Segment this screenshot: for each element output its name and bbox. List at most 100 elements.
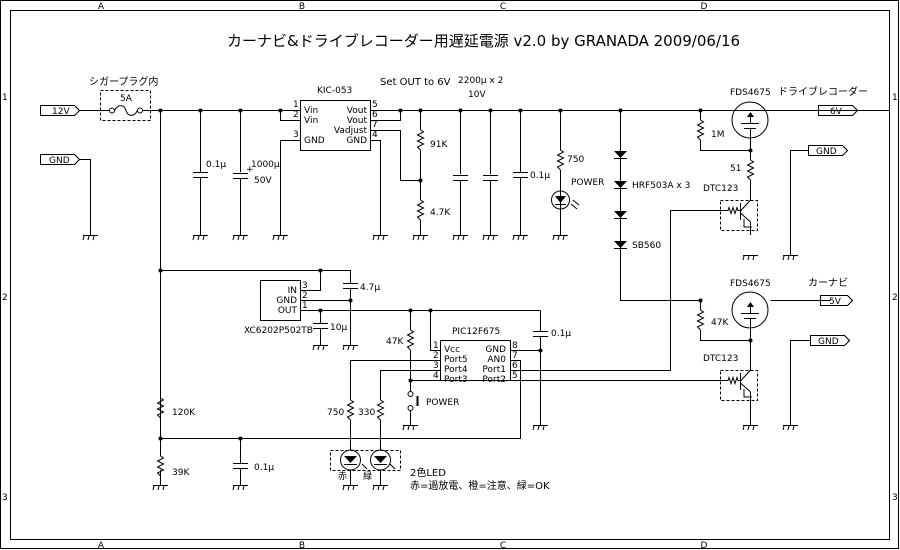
port-12v: 12V (40, 105, 81, 117)
svg-text:IN: IN (288, 286, 297, 296)
svg-text:Vout: Vout (347, 116, 368, 126)
resistor-4.7k (416, 199, 425, 221)
svg-text:1: 1 (293, 100, 299, 110)
transistor-bottom-label: DTC123 (703, 354, 738, 364)
ground-icon (82, 235, 98, 241)
ground-icon (512, 235, 528, 241)
grid-row-2-right: 2 (892, 293, 898, 303)
svg-text:39K: 39K (172, 468, 190, 478)
svg-text:GND: GND (304, 136, 325, 146)
grid-col-b-top: B (299, 2, 305, 12)
svg-text:GND: GND (816, 147, 837, 157)
diode-hrf503a (614, 151, 627, 159)
grid-col-d-top: D (701, 2, 708, 12)
svg-text:4.7μ: 4.7μ (360, 283, 380, 293)
ground-icon (482, 235, 498, 241)
svg-text:Vin: Vin (304, 106, 318, 116)
svg-text:1: 1 (302, 301, 308, 311)
bulk-caps-label: 2200μ x 2 (458, 76, 503, 86)
capacitor-10u (313, 323, 328, 329)
svg-text:GND: GND (49, 156, 70, 166)
svg-text:Vcc: Vcc (444, 345, 460, 355)
svg-text:Port1: Port1 (482, 365, 506, 375)
svg-text:1M: 1M (711, 130, 725, 140)
capacitor-0.1u-out (513, 172, 528, 178)
grid-col-c-top: C (500, 2, 506, 12)
svg-text:47K: 47K (711, 318, 729, 328)
resistor-750-red (346, 399, 355, 421)
svg-text:GND: GND (276, 296, 297, 306)
capacitor-0.1u-pic (533, 331, 548, 337)
svg-text:3: 3 (433, 361, 439, 371)
svg-text:3: 3 (293, 130, 299, 140)
ground-icon (402, 425, 418, 431)
fet-top-part: FDS4675 (730, 88, 771, 98)
ground-icon (152, 485, 168, 491)
svg-text:4: 4 (433, 371, 439, 381)
resistor-120k (156, 397, 165, 419)
svg-text:Vout: Vout (347, 106, 368, 116)
fuse-location-label: シガープラグ内 (89, 75, 158, 88)
grid-row-2-left: 2 (2, 293, 8, 303)
resistor-1m (696, 119, 705, 141)
diode-hrf503a (614, 181, 627, 189)
svg-text:120K: 120K (172, 408, 196, 418)
fuse-terminal (137, 107, 143, 114)
svg-text:Vadjust: Vadjust (334, 126, 368, 136)
grid-col-a-bottom: A (98, 541, 105, 550)
svg-text:+: + (246, 165, 254, 175)
ground-icon (372, 485, 388, 491)
ground-icon (272, 235, 288, 241)
inner-frame (10, 10, 890, 540)
resistor-39k (156, 455, 165, 477)
svg-text:47K: 47K (386, 337, 404, 347)
fet-bottom-load-label: カーナビ (808, 277, 848, 289)
svg-text:2: 2 (293, 110, 299, 120)
bicolor-led-legend: 赤=過放電、橙=注意、緑=OK (410, 479, 550, 492)
electrolytic-capacitor-2200u (453, 175, 468, 181)
svg-text:2: 2 (302, 291, 308, 301)
svg-text:1: 1 (433, 341, 439, 351)
ground-icon (742, 425, 758, 431)
capacitor-0.1u-in (193, 172, 208, 178)
grid-col-b-bottom: B (299, 541, 305, 550)
grid-row-1-left: 1 (2, 93, 8, 103)
svg-text:7: 7 (512, 351, 518, 361)
bulk-caps-voltage: 10V (468, 90, 486, 100)
switch-label: POWER (426, 398, 459, 408)
grid-col-d-bottom: D (701, 541, 708, 550)
ground-icon (232, 485, 248, 491)
ground-symbols (82, 235, 798, 491)
ground-icon (342, 485, 358, 491)
resistor-51 (746, 159, 755, 181)
kic053-name: KIC-053 (317, 86, 352, 96)
power-led-label: POWER (571, 178, 604, 188)
port-gnd-in: GND (40, 154, 81, 166)
kic053-note: Set OUT to 6V (380, 77, 451, 88)
ground-icon (372, 235, 388, 241)
svg-text:Vin: Vin (304, 116, 318, 126)
resistor-91k (416, 129, 425, 151)
port-gnd-6v: GND (808, 145, 849, 157)
port-6v: 6V (818, 105, 859, 117)
svg-text:4.7K: 4.7K (430, 208, 451, 218)
grid-col-c-bottom: C (500, 541, 506, 550)
svg-text:12V: 12V (52, 107, 70, 117)
ground-icon (412, 235, 428, 241)
ground-icon (192, 235, 208, 241)
svg-text:GND: GND (346, 136, 367, 146)
svg-text:91K: 91K (430, 140, 448, 150)
resistor-47k-pullup (406, 329, 415, 351)
svg-text:2: 2 (433, 351, 439, 361)
grid-row-3-right: 3 (892, 493, 898, 503)
transistor-top-label: DTC123 (703, 184, 738, 194)
svg-text:5: 5 (372, 100, 378, 110)
svg-text:0.1μ: 0.1μ (530, 171, 550, 181)
fet-top-load-label: ドライブレコーダー (778, 85, 868, 98)
svg-text:Port2: Port2 (482, 375, 506, 385)
ground-icon (312, 345, 328, 351)
svg-text:AN0: AN0 (487, 355, 506, 365)
ground-icon (232, 235, 248, 241)
svg-text:0.1μ: 0.1μ (254, 463, 274, 473)
